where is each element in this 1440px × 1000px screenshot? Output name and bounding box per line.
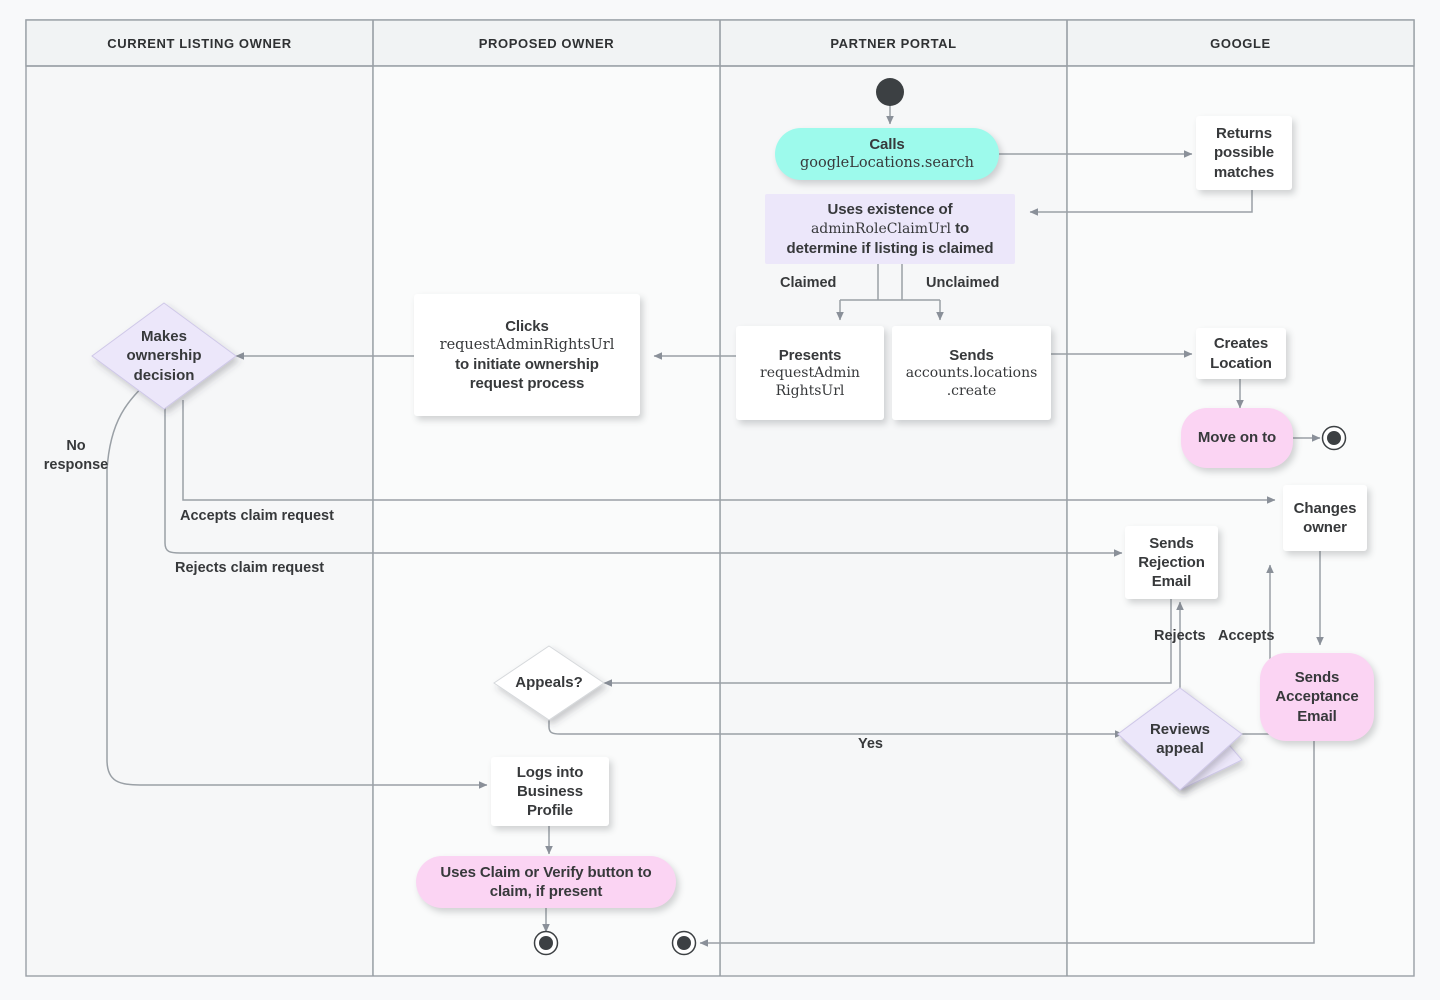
lane-header-label: GOOGLE	[1210, 35, 1271, 51]
node-reviews-appeal[interactable]: Reviews appeal	[1149, 720, 1211, 757]
lane-header-label: CURRENT LISTING OWNER	[107, 35, 292, 51]
start-terminal-shape	[876, 78, 904, 106]
node-line-3: to initiate ownership request process	[455, 355, 599, 392]
edge-no-response-to-logs	[106, 379, 488, 789]
node-line-2: requestAdmin RightsUrl	[760, 364, 860, 399]
node-shapes	[91, 78, 1347, 956]
lane-header-label: PROPOSED OWNER	[478, 35, 615, 51]
edge-label-rejects: Rejects	[1154, 628, 1206, 644]
edge-label-rejects-claim-request: Rejects claim request	[175, 560, 325, 576]
lane-header-label: PARTNER PORTAL	[830, 35, 957, 51]
node-appeals[interactable]: Appeals?	[515, 674, 583, 692]
node-returns-possible-matches[interactable]: Returns possible matches	[1196, 116, 1292, 190]
node-makes-ownership-decision[interactable]: Makes ownership decision	[126, 328, 202, 384]
end-terminal-google-shape	[1321, 425, 1347, 451]
edge-label-claimed: Claimed	[780, 275, 837, 291]
lane-header-google: GOOGLE	[1067, 20, 1414, 66]
node-sends-rejection-email[interactable]: Sends Rejection Email	[1125, 526, 1218, 599]
node-move-on-to[interactable]: Move on to	[1181, 408, 1293, 468]
node-line-1: Presents	[778, 346, 842, 364]
edge-label-accepts-claim-request: Accepts claim request	[180, 508, 334, 524]
edge-returns-to-uses	[1029, 190, 1253, 216]
edge-rejection-to-appeals	[603, 599, 1172, 687]
connectors	[106, 104, 1324, 947]
lane-header-partner-portal: PARTNER PORTAL	[720, 20, 1067, 66]
node-clicks-request-admin-rights-url[interactable]: Clicks requestAdminRightsUrl to initiate…	[414, 294, 640, 416]
end-terminal-partner-shape	[671, 930, 697, 956]
node-calls-google-locations-search[interactable]: Calls googleLocations.search	[775, 128, 999, 180]
node-line-1: Calls	[869, 136, 905, 154]
node-creates-location[interactable]: Creates Location	[1196, 328, 1286, 379]
node-presents-request-admin-rights-url[interactable]: Presents requestAdmin RightsUrl	[736, 326, 884, 420]
node-sends-accounts-locations-create[interactable]: Sends accounts.locations .create	[892, 326, 1051, 420]
node-uses-existence-of-admin-role-claim-url[interactable]: Uses existence of adminRoleClaimUrl to d…	[765, 194, 1015, 264]
node-uses-claim-or-verify-button[interactable]: Uses Claim or Verify button to claim, if…	[416, 856, 676, 908]
node-line-1: Uses existence of	[827, 200, 953, 218]
node-line-3: determine if listing is claimed	[786, 239, 994, 257]
edge-accepts-to-changes-owner	[182, 400, 1276, 504]
end-terminal-proposed-shape	[533, 930, 559, 956]
node-sends-acceptance-email[interactable]: Sends Acceptance Email	[1260, 653, 1374, 741]
edge-label-accepts: Accepts	[1218, 628, 1275, 644]
node-logs-into-business-profile[interactable]: Logs into Business Profile	[491, 757, 609, 826]
node-line-2: googleLocations.search	[799, 155, 974, 172]
makes-decision-shape	[91, 302, 237, 410]
edge-rejects-to-rejection-email	[164, 400, 1123, 557]
edge-label-yes: Yes	[858, 736, 883, 752]
node-line-2: requestAdminRightsUrl	[439, 337, 615, 354]
node-line-1: Sends	[949, 346, 994, 364]
node-line-2: adminRoleClaimUrl to	[810, 220, 970, 238]
edge-acceptance-to-end	[699, 733, 1315, 947]
node-changes-owner[interactable]: Changes owner	[1283, 485, 1367, 551]
lane-header-current-listing-owner: CURRENT LISTING OWNER	[26, 20, 373, 66]
lane-header-proposed-owner: PROPOSED OWNER	[373, 20, 720, 66]
appeals-shape	[493, 645, 605, 721]
node-line-1: Clicks	[505, 317, 549, 335]
edge-appeals-yes-to-reviews	[548, 711, 1124, 738]
edge-label-no-response: No response	[43, 438, 109, 473]
node-line-2: accounts.locations .create	[905, 364, 1038, 399]
reviews-appeal-shape	[1117, 687, 1243, 791]
edge-label-unclaimed: Unclaimed	[926, 275, 1000, 291]
